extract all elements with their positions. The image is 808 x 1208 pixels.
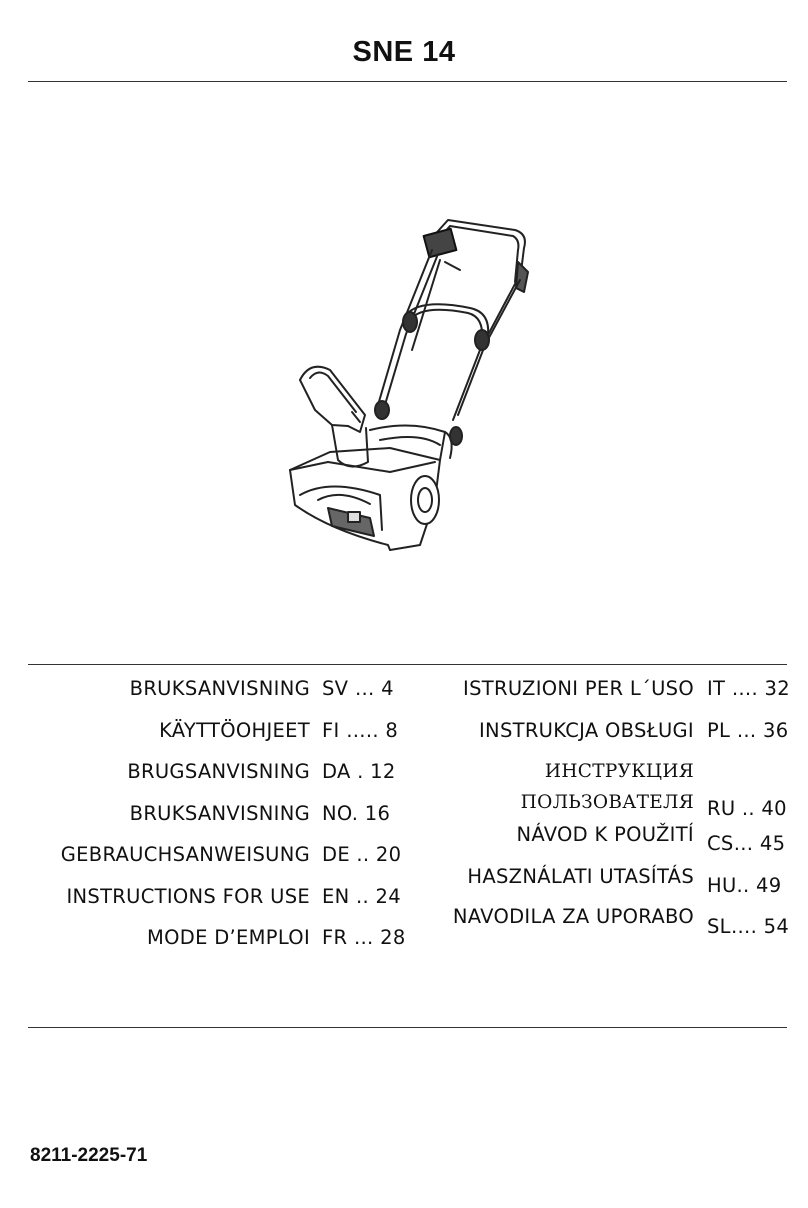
toc-left-codes: SV … 4 FI ….. 8 DA . 12 NO. 16 DE .. 20 …	[322, 668, 405, 959]
toc-page-ref: DE .. 20	[322, 843, 402, 866]
toc-entry: ПОЛЬЗОВАТЕЛЯ	[420, 787, 694, 818]
model-title: SNE 14	[352, 36, 456, 68]
toc-entry: BRUKSANVISNING	[20, 793, 310, 835]
toc-title: BRUKSANVISNING	[129, 677, 310, 700]
toc-page-ref: EN .. 24	[322, 884, 401, 908]
toc-page-ref: NO. 16	[322, 801, 391, 825]
toc-right-column: ISTRUZIONI PER L´USO INSTRUKCJA OBSŁUGI …	[420, 668, 694, 938]
toc-entry: ISTRUZIONI PER L´USO	[420, 668, 694, 710]
toc-entry: INSTRUKCJA OBSŁUGI	[420, 710, 694, 752]
toc-title: GEBRAUCHSANWEISUNG	[60, 843, 310, 866]
toc-page-ref: PL … 36	[707, 718, 789, 742]
toc-page-ref: SL…. 54	[707, 915, 790, 938]
toc-title: INSTRUKCJA OBSŁUGI	[479, 718, 694, 742]
toc-page-ref: IT …. 32	[707, 677, 790, 700]
toc-page-ref: FR … 28	[322, 926, 406, 949]
toc-left-column: BRUKSANVISNING KÄYTTÖOHJEET BRUGSANVISNI…	[20, 668, 310, 959]
toc-page-ref: HU.. 49	[707, 873, 782, 897]
toc-right-codes: IT …. 32 PL … 36 RU .. 40 CS… 45 HU.. 49…	[707, 668, 797, 948]
toc-title: ПОЛЬЗОВАТЕЛЯ	[520, 792, 694, 813]
toc-title: KÄYTTÖOHJEET	[159, 718, 310, 742]
toc-top-divider	[28, 664, 787, 665]
snow-thrower-illustration	[289, 219, 529, 551]
toc-entry: INSTRUCTIONS FOR USE	[20, 876, 310, 918]
toc-page-ref: CS… 45	[707, 832, 786, 855]
part-number: 8211-2225-71	[30, 1145, 148, 1166]
toc-title: NAVODILA ZA UPORABO	[452, 905, 694, 928]
toc-entry: ИНСТРУКЦИЯ	[420, 756, 694, 787]
toc-page-ref: FI ….. 8	[322, 718, 399, 742]
toc-bottom-divider	[28, 1027, 787, 1028]
toc-entry: NÁVOD K POUŽITÍ	[420, 814, 694, 856]
toc-title: INSTRUCTIONS FOR USE	[66, 884, 310, 908]
top-divider	[28, 81, 787, 82]
toc-page-ref: SV … 4	[322, 677, 394, 700]
toc-entry: HASZNÁLATI UTASÍTÁS	[420, 856, 694, 898]
toc-entry: GEBRAUCHSANWEISUNG	[20, 834, 310, 876]
toc-entry: KÄYTTÖOHJEET	[20, 710, 310, 752]
toc-title: NÁVOD K POUŽITÍ	[516, 823, 694, 846]
toc-title: HASZNÁLATI UTASÍTÁS	[467, 864, 694, 888]
toc-entry: NAVODILA ZA UPORABO	[420, 896, 694, 938]
toc-title: BRUGSANVISNING	[127, 760, 310, 783]
toc-title: ISTRUZIONI PER L´USO	[463, 677, 694, 700]
toc-entry: BRUKSANVISNING	[20, 668, 310, 710]
toc-title-line1: ИНСТРУКЦИЯ	[544, 761, 694, 782]
toc-title: BRUKSANVISNING	[129, 801, 310, 825]
toc-title: MODE D’EMPLOI	[147, 926, 310, 949]
toc-entry: MODE D’EMPLOI	[20, 917, 310, 959]
toc-entry: BRUGSANVISNING	[20, 751, 310, 793]
toc-page-ref: RU .. 40	[707, 797, 787, 820]
toc-page-ref: DA . 12	[322, 760, 396, 783]
